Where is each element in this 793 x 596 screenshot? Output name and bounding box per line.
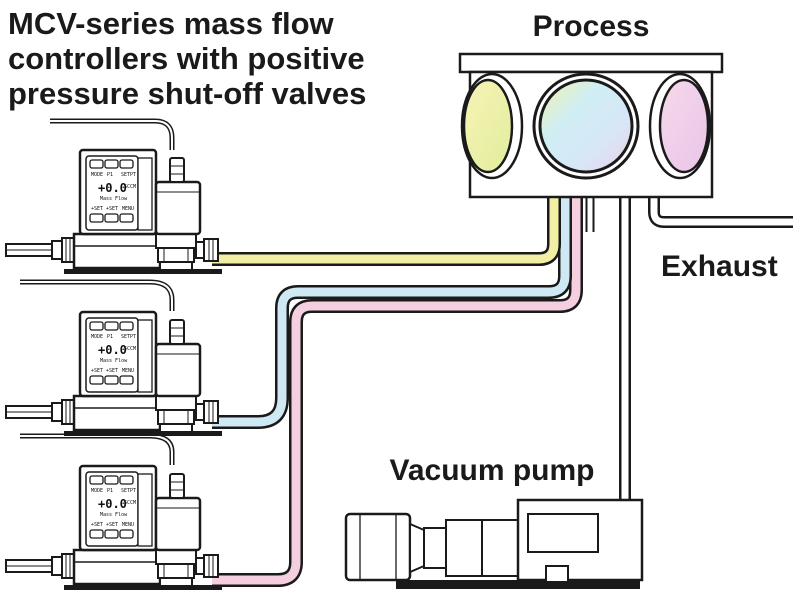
diagram-title: MCV-series mass flow controllers with po… xyxy=(8,6,366,111)
controller-display: MODE P1 SETPT +0.0 SCCM Mass Flow +SET +… xyxy=(91,488,136,528)
process-chamber xyxy=(458,52,724,199)
title-line-1: MCV-series mass flow xyxy=(8,6,335,41)
display-btn-label-br: MENU xyxy=(122,368,134,374)
display-btn-label-tl: MODE xyxy=(91,334,103,340)
display-caption: Mass Flow xyxy=(100,196,128,202)
mass-flow-controller-2: MODE P1 SETPT +0.0 SCCM Mass Flow +SET +… xyxy=(4,310,224,438)
process-label: Process xyxy=(533,10,650,43)
display-btn-label-tr: SETPT xyxy=(121,488,136,494)
viewport-left xyxy=(460,72,524,180)
display-caption: Mass Flow xyxy=(100,358,128,364)
controller-display: MODE P1 SETPT +0.0 SCCM Mass Flow +SET +… xyxy=(91,334,136,374)
mass-flow-controller-1: MODE P1 SETPT +0.0 SCCM Mass Flow +SET +… xyxy=(4,148,224,276)
display-caption: Mass Flow xyxy=(100,512,128,518)
display-btn-label-bl: +SET xyxy=(91,522,103,528)
display-btn-label-tc: P1 xyxy=(107,172,113,178)
display-reading: +0.0 xyxy=(98,497,127,511)
signal-cable-2 xyxy=(20,279,175,311)
mass-flow-controller-3: MODE P1 SETPT +0.0 SCCM Mass Flow +SET +… xyxy=(4,464,224,592)
title-line-2: controllers with positive xyxy=(8,41,365,76)
gas-line-yellow xyxy=(212,197,561,266)
controller-display: MODE P1 SETPT +0.0 SCCM Mass Flow +SET +… xyxy=(91,172,136,212)
display-btn-label-tc: P1 xyxy=(107,334,113,340)
vacuum-pump xyxy=(344,498,644,589)
display-btn-label-tr: SETPT xyxy=(121,334,136,340)
display-reading: +0.0 xyxy=(98,181,127,195)
viewport-center xyxy=(532,72,640,180)
display-btn-label-bl: +SET xyxy=(91,368,103,374)
display-unit: SCCM xyxy=(124,184,136,190)
display-btn-label-bc: +SET xyxy=(106,368,118,374)
viewport-right xyxy=(648,72,712,180)
display-btn-label-bc: +SET xyxy=(106,206,118,212)
display-btn-label-tc: P1 xyxy=(107,488,113,494)
display-reading: +0.0 xyxy=(98,343,127,357)
display-unit: SCCM xyxy=(124,500,136,506)
display-btn-label-br: MENU xyxy=(122,522,134,528)
signal-cable-3 xyxy=(20,433,175,465)
display-unit: SCCM xyxy=(124,346,136,352)
exhaust-line xyxy=(648,197,793,228)
exhaust-label: Exhaust xyxy=(661,250,778,283)
signal-cable-1 xyxy=(50,118,175,150)
display-btn-label-br: MENU xyxy=(122,206,134,212)
display-btn-label-bl: +SET xyxy=(91,206,103,212)
display-btn-label-bc: +SET xyxy=(106,522,118,528)
display-btn-label-tl: MODE xyxy=(91,488,103,494)
title-line-3: pressure shut-off valves xyxy=(8,76,366,111)
display-btn-label-tr: SETPT xyxy=(121,172,136,178)
vacuum-pump-label: Vacuum pump xyxy=(389,454,594,487)
display-btn-label-tl: MODE xyxy=(91,172,103,178)
gas-lines xyxy=(20,118,793,587)
